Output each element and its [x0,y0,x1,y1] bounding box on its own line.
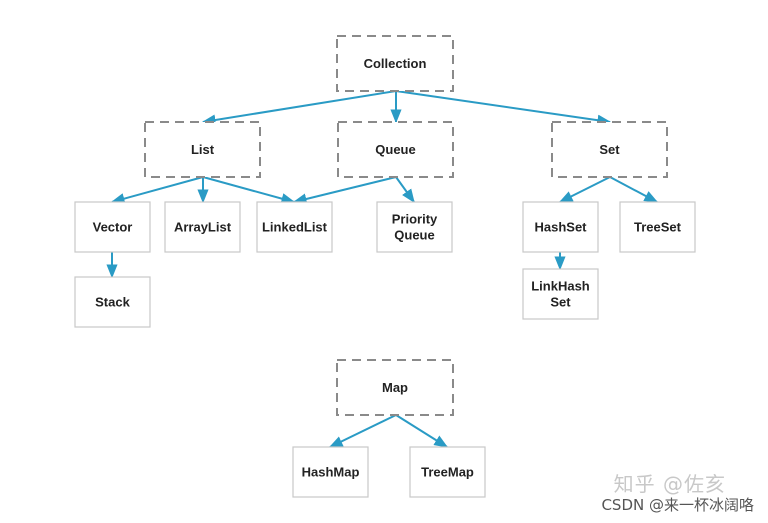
node-box-treeset [619,201,696,253]
node-box-set [551,121,668,178]
node-treemap: TreeMap [409,446,486,498]
node-box-list [144,121,261,178]
node-box-hashmap [292,446,369,498]
node-box-linkedhashset [522,268,599,320]
node-box-hashset [522,201,599,253]
node-box-priorityqueue [376,201,453,253]
node-box-vector [74,201,151,253]
node-label-arraylist: ArrayList [174,220,232,235]
node-box-collection [336,35,454,92]
node-label-vector: Vector [93,220,133,235]
node-label-hashmap: HashMap [302,465,360,480]
node-box-arraylist [164,201,241,253]
arrow-list-to-vector [110,176,204,205]
arrow-queue-to-linkedlist [292,176,397,205]
arrow-map-to-treemap [395,414,449,448]
node-map: Map [336,359,454,416]
node-label-list: List [191,142,215,157]
node-box-map [336,359,454,416]
node-list: List [144,121,261,178]
node-vector: Vector [74,201,151,253]
node-hashmap: HashMap [292,446,369,498]
node-box-stack [74,276,151,328]
arrow-set-to-hashset [558,176,611,203]
edges-layer [106,90,659,448]
node-label-priorityqueue-line-2: Queue [394,228,434,243]
csdn-watermark: CSDN @来一杯冰阔咯 [601,496,754,514]
node-label-map: Map [382,380,408,395]
zhihu-watermark: 知乎 @佐亥 [613,472,726,496]
node-label-hashset: HashSet [534,220,587,235]
node-label-linkedhashset-line-2: Set [550,295,571,310]
node-label-stack: Stack [95,295,130,310]
node-hashset: HashSet [522,201,599,253]
node-label-treeset: TreeSet [634,220,682,235]
node-set: Set [551,121,668,178]
node-label-linkedlist: LinkedList [262,220,328,235]
arrow-list-to-linkedlist [202,176,296,205]
node-stack: Stack [74,276,151,328]
arrow-queue-to-priorityqueue [395,176,415,204]
node-label-queue: Queue [375,142,415,157]
node-label-linkedhashset-line-1: LinkHash [531,279,590,294]
node-linkedlist: LinkedList [256,201,333,253]
node-label-collection: Collection [364,56,427,71]
node-label-set: Set [599,142,620,157]
node-box-linkedlist [256,201,333,253]
node-treeset: TreeSet [619,201,696,253]
node-queue: Queue [337,121,454,178]
node-collection: Collection [336,35,454,92]
arrow-map-to-hashmap [328,414,397,448]
node-arraylist: ArrayList [164,201,241,253]
node-label-treemap: TreeMap [421,465,474,480]
node-box-queue [337,121,454,178]
node-box-treemap [409,446,486,498]
arrow-collection-to-list [201,90,397,126]
node-label-priorityqueue-line-1: Priority [392,212,438,227]
arrow-set-to-treeset [609,176,659,203]
arrow-collection-to-set [395,90,612,126]
